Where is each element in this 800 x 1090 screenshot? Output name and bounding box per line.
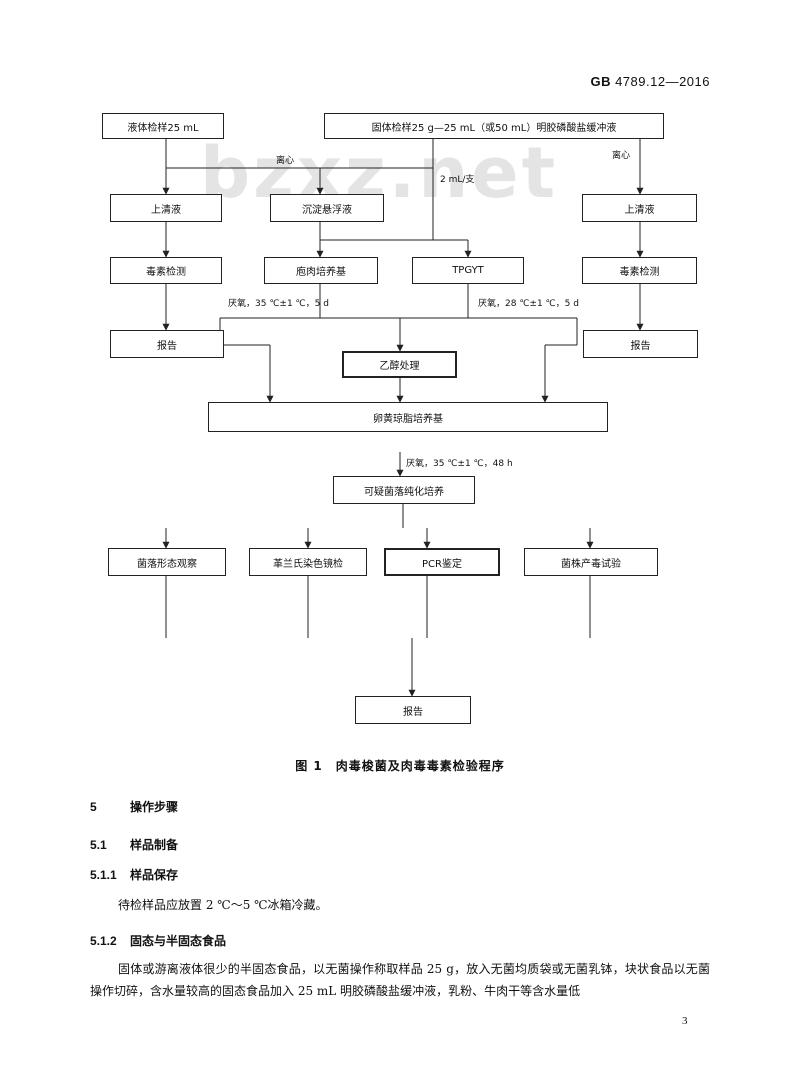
figure-caption: 图 1 肉毒梭菌及肉毒毒素检验程序 — [295, 759, 505, 773]
box-supernatant-right: 上清液 — [582, 194, 697, 222]
box-cooked-meat-medium: 庖肉培养基 — [264, 257, 378, 284]
section-title: 固态与半固态食品 — [130, 934, 227, 948]
note-ml-per-tube: 2 mL/支 — [440, 175, 475, 185]
box-report-final: 报告 — [355, 696, 471, 724]
box-suspect-colony-culture: 可疑菌落纯化培养 — [333, 476, 475, 504]
section-number: 5.1.1 — [90, 868, 117, 882]
box-gram-stain: 革兰氏染色镜检 — [249, 548, 367, 576]
box-supernatant-left: 上清液 — [110, 194, 222, 222]
section-5-1-2-text: 固体或游离液体很少的半固态食品，以无菌操作称取样品 25 g，放入无菌均质袋或无… — [90, 962, 710, 998]
standard-prefix: GB — [590, 74, 611, 89]
standard-number: 4789.12—2016 — [615, 74, 710, 89]
note-anaerobic-48h: 厌氧，35 ℃±1 ℃，48 h — [406, 459, 513, 469]
section-number: 5.1 — [90, 838, 107, 852]
section-number: 5.1.2 — [90, 934, 117, 948]
section-5-1-1-text: 待检样品应放置 2 ℃～5 ℃冰箱冷藏。 — [118, 898, 328, 912]
box-toxin-test-left: 毒素检测 — [110, 257, 222, 284]
box-tpgyt: TPGYT — [412, 257, 524, 284]
box-liquid-sample: 液体检样25 mL — [102, 113, 224, 139]
note-anaerobic-28: 厌氧，28 ℃±1 ℃，5 d — [478, 299, 579, 309]
box-colony-morphology: 菌落形态观察 — [108, 548, 226, 576]
box-report-left: 报告 — [110, 330, 224, 358]
box-toxin-test-right: 毒素检测 — [582, 257, 697, 284]
standard-code: GB 4789.12—2016 — [580, 74, 710, 89]
section-title: 操作步骤 — [130, 800, 179, 814]
box-pcr: PCR鉴定 — [384, 548, 500, 576]
section-5-1-2-heading: 5.1.2 固态与半固态食品 — [90, 932, 226, 949]
section-5-1-heading: 5.1 样品制备 — [90, 836, 178, 853]
page-number: 3 — [682, 1015, 688, 1027]
note-centrifuge-right: 离心 — [612, 151, 631, 161]
box-sediment-suspension: 沉淀悬浮液 — [270, 194, 384, 222]
note-anaerobic-35: 厌氧，35 ℃±1 ℃，5 d — [228, 299, 329, 309]
box-solid-sample: 固体检样25 g—25 mL（或50 mL）明胶磷酸盐缓冲液 — [324, 113, 664, 139]
section-number: 5 — [90, 800, 97, 814]
section-title: 样品保存 — [130, 868, 179, 882]
box-report-right: 报告 — [583, 330, 698, 358]
note-centrifuge-left: 离心 — [276, 156, 295, 166]
section-5-1-1-heading: 5.1.1 样品保存 — [90, 866, 178, 883]
box-ethanol-treatment: 乙醇处理 — [342, 351, 457, 378]
box-toxin-production-test: 菌株产毒试验 — [524, 548, 658, 576]
section-title: 样品制备 — [130, 838, 179, 852]
section-5-heading: 5 操作步骤 — [90, 798, 178, 815]
box-egg-yolk-agar: 卵黄琼脂培养基 — [208, 402, 608, 432]
